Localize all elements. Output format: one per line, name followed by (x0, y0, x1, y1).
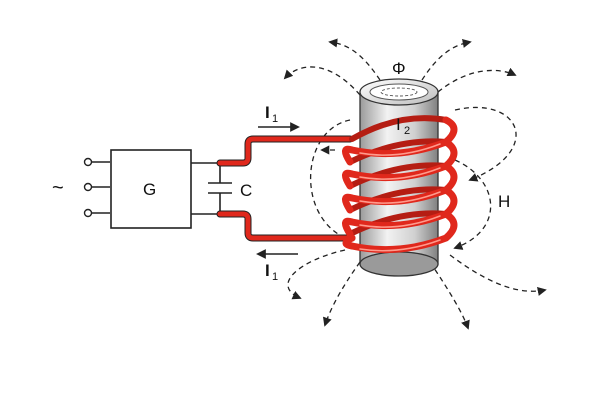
svg-text:I: I (265, 261, 270, 280)
current-label-top: I 1 (265, 103, 278, 125)
coil-back-turns (347, 115, 449, 237)
field-line-top-right-outer (421, 38, 472, 81)
coil-highlights (359, 143, 441, 252)
field-line-top-left (283, 66, 361, 96)
generator-label: G (143, 180, 156, 199)
current-label-secondary: I 2 (396, 115, 410, 137)
field-line-left-inner (310, 119, 351, 241)
svg-text:1: 1 (272, 271, 278, 283)
field-line-top-left-outer (328, 38, 381, 81)
terminal-2 (83, 182, 93, 192)
svg-text:I: I (265, 103, 270, 122)
terminal-3 (83, 208, 93, 218)
coil-front-turns (342, 116, 458, 254)
field-line-right-inner (453, 159, 492, 250)
generator-wires (191, 162, 220, 215)
field-line-right-loop (454, 106, 517, 182)
current-arrows (256, 122, 300, 259)
capacitor (208, 159, 232, 218)
capacitor-label: C (240, 181, 252, 200)
field-line-bottom-left-outer (322, 261, 361, 327)
ac-symbol: ~ (52, 177, 64, 199)
field-line-bottom-right-outer (429, 261, 470, 330)
coil-lead-bottom-outline (216, 210, 356, 242)
coil-lead-top-outline (216, 135, 354, 167)
svg-text:I: I (396, 115, 401, 134)
svg-text:1: 1 (272, 113, 278, 125)
coil-lead-top (217, 136, 353, 166)
field-line-top-right (437, 67, 517, 93)
induction-coil (216, 115, 458, 254)
magnetic-field-lines (283, 38, 547, 330)
field-line-bottom-right (449, 254, 547, 296)
coil-lead-bottom (217, 211, 355, 241)
svg-text:2: 2 (404, 125, 410, 137)
flux-label: Φ (392, 59, 406, 78)
field-line-bottom-left (287, 249, 346, 300)
terminal-1 (83, 157, 93, 167)
field-label: H (498, 192, 510, 211)
current-label-bottom: I 1 (265, 261, 278, 283)
input-terminals (83, 157, 110, 218)
generator-box (110, 149, 192, 229)
